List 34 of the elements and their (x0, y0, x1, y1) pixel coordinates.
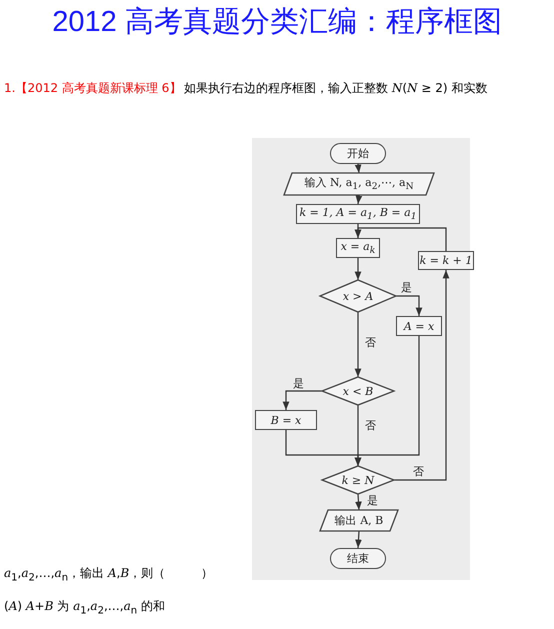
arrow (282, 390, 322, 410)
process-box: A = x (396, 316, 442, 336)
start-terminal: 开始 (330, 143, 386, 164)
arrow (354, 164, 362, 174)
arrow (394, 270, 450, 481)
arrow (396, 295, 422, 316)
question-number: 1.【2012 高考真题新课标理 6】 (4, 80, 182, 96)
question-text: 如果执行右边的程序框图，输入正整数 N(N ≥ 2) 和实数 (184, 80, 488, 96)
edge-label: 是 (292, 378, 305, 390)
edge-label: 是 (400, 282, 413, 294)
arrow (354, 227, 447, 251)
decision-diamond: x < B (322, 377, 394, 405)
edge-label: 否 (364, 337, 377, 349)
arrow (355, 530, 362, 548)
input-parallelogram: 输入 N, a$_{1}$, a$_{2}$,⋯, a$_{N}$ (284, 173, 434, 195)
output-parallelogram: 输出 A, B (320, 510, 398, 531)
arrow (356, 194, 362, 204)
title: 2012 高考真题分类汇编：程序框图 (51, 5, 503, 40)
process-box: x = a$_{k}$ (336, 238, 380, 258)
answer-option: (A) A+B 为 a$_{1}$,a$_{2}$,…,a$_{n}$ 的和 (4, 598, 165, 620)
end-terminal: 结束 (330, 548, 386, 569)
edge-label: 否 (412, 466, 425, 478)
decision-diamond: x > A (320, 280, 396, 312)
question-text: a$_{1}$,a$_{2}$,…,a$_{n}$，输出 A,B，则（ ） (4, 565, 214, 586)
process-box: k = k + 1 (418, 251, 474, 270)
arrow (355, 494, 362, 510)
edge-label: 否 (364, 420, 377, 432)
arrow (354, 312, 362, 377)
decision-diamond: k ≥ N (322, 466, 394, 494)
edge-label: 是 (366, 495, 379, 507)
arrow (354, 258, 362, 280)
process-box: k = 1, A = a$_{1}$, B = a$_{1}$ (296, 204, 420, 224)
arrow (354, 336, 420, 466)
process-box: B = x (255, 410, 317, 430)
